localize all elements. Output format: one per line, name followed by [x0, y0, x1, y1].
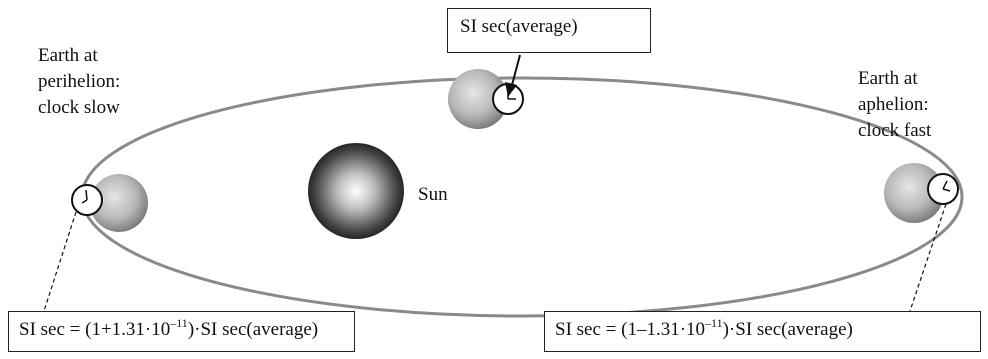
sun-icon — [308, 143, 404, 239]
perihelion-label-line-2: perihelion: — [38, 69, 120, 95]
average-box: SI sec(average) — [447, 8, 651, 53]
aphelion-label: Earth at aphelion: clock fast — [858, 66, 931, 144]
perihelion-label-line-1: Earth at — [38, 43, 120, 69]
aphelion-formula-suffix: )·SI sec(average) — [723, 319, 853, 340]
aphelion-label-line-2: aphelion: — [858, 92, 931, 118]
average-box-text: SI sec(average) — [460, 16, 578, 37]
perihelion-label-line-3: clock slow — [38, 95, 120, 121]
perihelion-formula-exponent: –11 — [170, 316, 188, 330]
aphelion-label-line-1: Earth at — [858, 66, 931, 92]
perihelion-label: Earth at perihelion: clock slow — [38, 43, 120, 121]
clock-icon — [72, 185, 102, 215]
clock-icon — [928, 174, 958, 204]
perihelion-formula-suffix: )·SI sec(average) — [188, 319, 318, 340]
aphelion-formula-exponent: –11 — [705, 316, 723, 330]
orbit-path — [82, 78, 962, 316]
leader-line-perihelion — [44, 212, 76, 311]
aphelion-formula-box: SI sec = (1–1.31·10–11)·SI sec(average) — [544, 311, 981, 352]
aphelion-label-line-3: clock fast — [858, 118, 931, 144]
aphelion-formula-prefix: SI sec = (1–1.31·10 — [555, 319, 705, 340]
perihelion-formula-box: SI sec = (1+1.31·10–11)·SI sec(average) — [8, 311, 355, 352]
sun-label: Sun — [418, 182, 448, 208]
perihelion-formula-prefix: SI sec = (1+1.31·10 — [19, 319, 170, 340]
